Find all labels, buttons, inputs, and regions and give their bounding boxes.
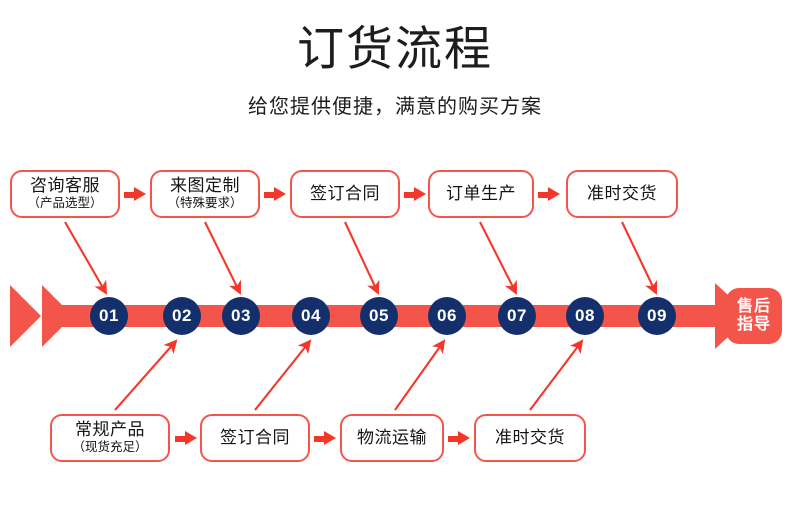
timeline-step-09[interactable]: 09 [638, 297, 676, 335]
link-top5-to-step09 [621, 221, 658, 295]
top-box-5[interactable]: 准时交货 [566, 170, 678, 218]
bottom-box-1-line1: 常规产品 [75, 420, 145, 440]
timeline-step-02[interactable]: 02 [163, 297, 201, 335]
top-box-3-line1: 签订合同 [310, 183, 380, 203]
link-bottom3-to-step06 [394, 339, 446, 411]
top-box-2-line1: 来图定制 [170, 176, 240, 196]
after-sales-badge[interactable]: 售后 指导 [726, 288, 782, 344]
link-top3-to-step05 [344, 221, 380, 295]
top-box-4-line1: 订单生产 [446, 183, 516, 203]
timeline-step-03[interactable]: 03 [222, 297, 260, 335]
top-box-3[interactable]: 签订合同 [290, 170, 400, 218]
bottom-connector-arrow-3 [448, 431, 470, 445]
bottom-box-3[interactable]: 物流运输 [340, 414, 444, 462]
top-box-2[interactable]: 来图定制 （特殊要求） [150, 170, 260, 218]
top-connector-arrow-1 [124, 187, 146, 201]
timeline-step-05[interactable]: 05 [360, 297, 398, 335]
after-sales-badge-line1: 售后 [736, 298, 771, 316]
top-box-1[interactable]: 咨询客服 （产品选型） [10, 170, 120, 218]
after-sales-badge-line2: 指导 [736, 316, 771, 333]
top-box-2-line2: （特殊要求） [167, 196, 243, 211]
page-title: 订货流程 [297, 22, 493, 75]
bottom-box-4[interactable]: 准时交货 [474, 414, 586, 462]
top-box-4[interactable]: 订单生产 [428, 170, 534, 218]
link-top1-to-step01 [64, 221, 108, 295]
page-subtitle: 给您提供便捷，满意的购买方案 [248, 96, 542, 118]
link-top4-to-step07 [479, 221, 517, 295]
top-box-1-line2: （产品选型） [27, 196, 103, 211]
bottom-box-1-line2: （现货充足） [72, 440, 148, 455]
link-bottom1-to-step02 [114, 339, 178, 411]
top-box-1-line1: 咨询客服 [30, 176, 100, 196]
timeline-step-01[interactable]: 01 [90, 297, 128, 335]
timeline-step-07[interactable]: 07 [498, 297, 536, 335]
bottom-box-1[interactable]: 常规产品 （现货充足） [50, 414, 170, 462]
link-bottom2-to-step04 [254, 339, 312, 411]
timeline-step-08[interactable]: 08 [566, 297, 604, 335]
bottom-box-2[interactable]: 签订合同 [200, 414, 310, 462]
top-connector-arrow-2 [264, 187, 286, 201]
timeline-step-06[interactable]: 06 [428, 297, 466, 335]
top-connector-arrow-3 [404, 187, 426, 201]
chevron-icon-1 [10, 285, 41, 347]
bottom-box-3-line1: 物流运输 [357, 427, 427, 447]
bottom-box-2-line1: 签订合同 [220, 427, 290, 447]
link-top2-to-step03 [204, 221, 242, 295]
bottom-box-4-line1: 准时交货 [495, 427, 565, 447]
bottom-connector-arrow-1 [175, 431, 197, 445]
top-connector-arrow-4 [538, 187, 560, 201]
bottom-connector-arrow-2 [314, 431, 336, 445]
timeline-step-04[interactable]: 04 [292, 297, 330, 335]
link-bottom4-to-step08 [529, 339, 584, 411]
top-box-5-line1: 准时交货 [587, 183, 657, 203]
